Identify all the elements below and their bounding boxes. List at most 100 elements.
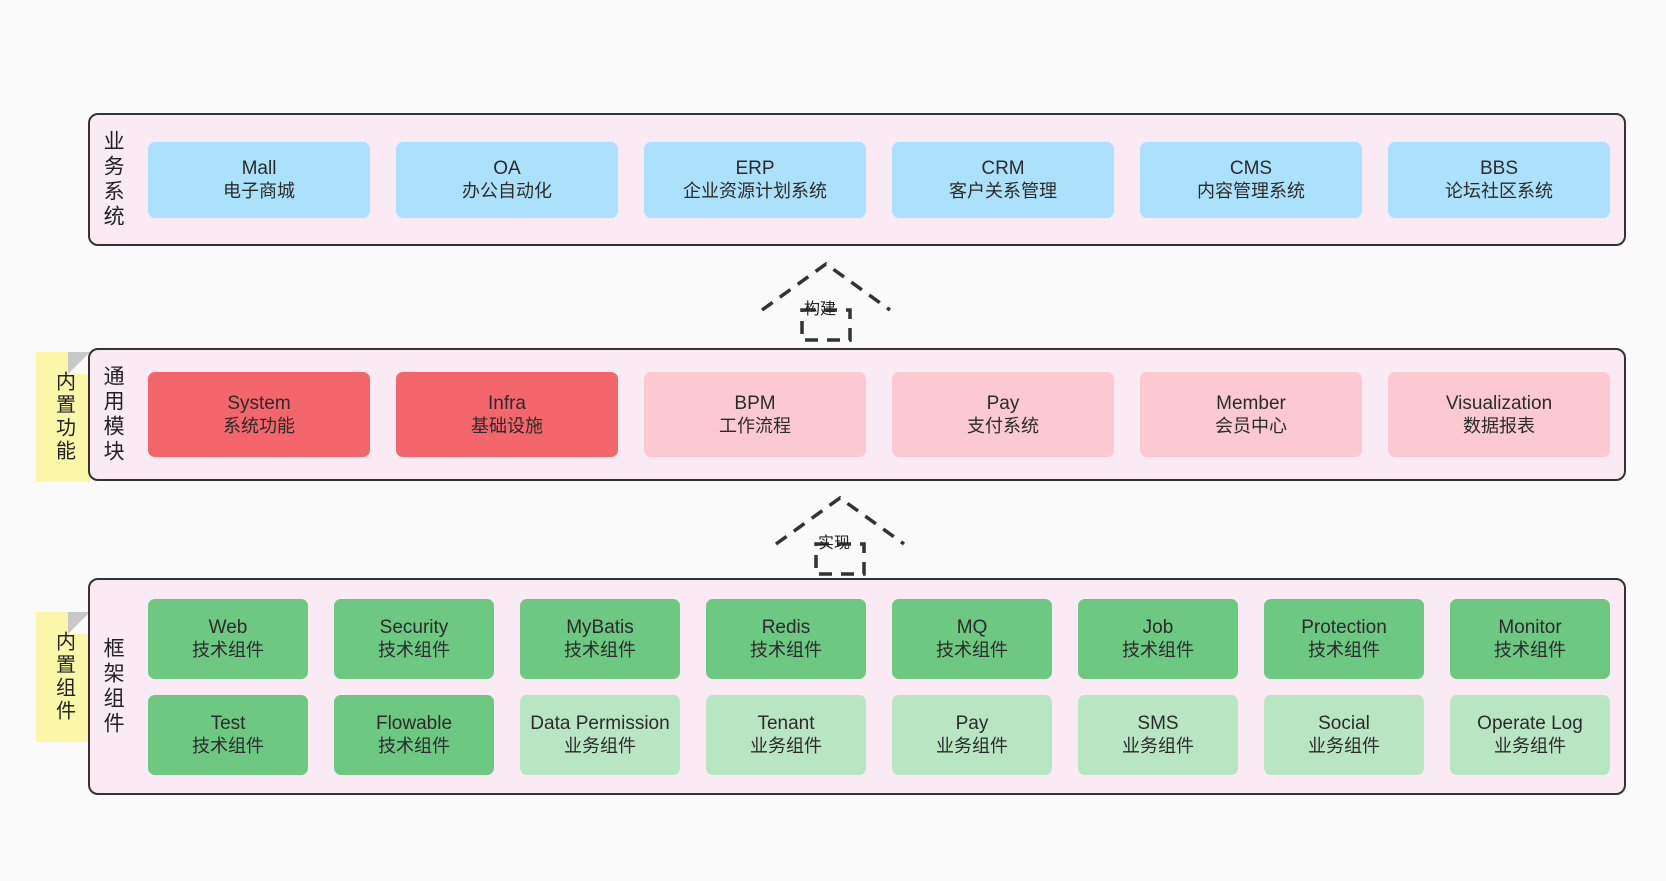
card-cms[interactable]: CMS 内容管理系统	[1140, 141, 1362, 218]
layer-body-framework: Web 技术组件 Security 技术组件 MyBatis 技术组件 Redi…	[134, 580, 1624, 793]
card-bbs[interactable]: BBS 论坛社区系统	[1388, 141, 1610, 218]
card-title-cn: 业务组件	[564, 736, 636, 757]
card-title-en: OA	[493, 157, 521, 179]
card-crm[interactable]: CRM 客户关系管理	[892, 141, 1114, 218]
layer-title-modules: 通用模块	[101, 364, 125, 465]
card-title-en: Redis	[761, 616, 811, 638]
card-title-cn: 业务组件	[1122, 736, 1194, 757]
card-title-en: CMS	[1229, 157, 1273, 179]
card-test[interactable]: Test 技术组件	[148, 694, 308, 775]
card-title-cn: 业务组件	[1308, 736, 1380, 757]
card-title-en: ERP	[735, 157, 775, 179]
card-title-cn: 技术组件	[192, 640, 264, 661]
card-title-cn: 技术组件	[1494, 640, 1566, 661]
card-social[interactable]: Social 业务组件	[1264, 694, 1424, 775]
card-title-en: Operate Log	[1477, 712, 1583, 734]
layer-body-modules: System 系统功能 Infra 基础设施 BPM 工作流程 Pay 支付系统…	[134, 350, 1624, 479]
card-title-cn: 技术组件	[192, 736, 264, 757]
card-title-en: Pay	[955, 712, 989, 734]
card-flowable[interactable]: Flowable 技术组件	[334, 694, 494, 775]
card-title-cn: 企业资源计划系统	[683, 181, 827, 202]
card-title-en: Visualization	[1445, 392, 1553, 414]
card-row: Mall 电子商城 OA 办公自动化 ERP 企业资源计划系统 CRM 客户关系…	[148, 141, 1610, 218]
card-title-en: Social	[1318, 712, 1370, 734]
card-title-en: BPM	[734, 392, 776, 414]
connector-line-icon	[814, 542, 866, 576]
card-title-cn: 内容管理系统	[1197, 181, 1305, 202]
card-bpm[interactable]: BPM 工作流程	[644, 372, 866, 457]
card-title-cn: 会员中心	[1215, 416, 1287, 437]
card-title-en: Member	[1216, 392, 1286, 414]
card-title-en: Pay	[986, 392, 1020, 414]
card-title-en: Protection	[1301, 616, 1387, 638]
sticky-note-label: 内置功能	[52, 371, 75, 463]
card-title-cn: 办公自动化	[462, 181, 552, 202]
card-erp[interactable]: ERP 企业资源计划系统	[644, 141, 866, 218]
card-title-en: Monitor	[1498, 616, 1562, 638]
card-title-cn: 业务组件	[936, 736, 1008, 757]
layer-general-modules: 通用模块 System 系统功能 Infra 基础设施 BPM 工作流程 Pay…	[88, 348, 1626, 481]
card-title-en: Mall	[241, 157, 277, 179]
card-title-en: MQ	[956, 616, 988, 638]
card-mybatis[interactable]: MyBatis 技术组件	[520, 598, 680, 679]
card-pay[interactable]: Pay 支付系统	[892, 372, 1114, 457]
card-pay-business[interactable]: Pay 业务组件	[892, 694, 1052, 775]
card-title-cn: 工作流程	[719, 416, 791, 437]
card-title-en: CRM	[981, 157, 1025, 179]
card-title-en: Job	[1142, 616, 1174, 638]
card-title-en: System	[227, 392, 291, 414]
card-title-cn: 技术组件	[750, 640, 822, 661]
card-title-cn: 技术组件	[1308, 640, 1380, 661]
card-title-cn: 技术组件	[1122, 640, 1194, 661]
layer-title-framework: 框架组件	[101, 636, 125, 737]
card-title-en: Infra	[487, 392, 527, 414]
card-sms[interactable]: SMS 业务组件	[1078, 694, 1238, 775]
card-title-cn: 技术组件	[936, 640, 1008, 661]
card-data-permission[interactable]: Data Permission 业务组件	[520, 694, 680, 775]
card-visualization[interactable]: Visualization 数据报表	[1388, 372, 1610, 457]
card-title-cn: 技术组件	[564, 640, 636, 661]
card-mq[interactable]: MQ 技术组件	[892, 598, 1052, 679]
card-title-en: Flowable	[375, 712, 453, 734]
layer-body-business: Mall 电子商城 OA 办公自动化 ERP 企业资源计划系统 CRM 客户关系…	[134, 115, 1624, 244]
card-protection[interactable]: Protection 技术组件	[1264, 598, 1424, 679]
card-title-cn: 技术组件	[378, 640, 450, 661]
generalization-arrowhead-icon	[760, 261, 892, 312]
card-web[interactable]: Web 技术组件	[148, 598, 308, 679]
card-title-cn: 论坛社区系统	[1445, 181, 1553, 202]
card-title-cn: 业务组件	[750, 736, 822, 757]
card-oa[interactable]: OA 办公自动化	[396, 141, 618, 218]
sticky-note-label: 内置组件	[52, 631, 75, 723]
connector-build: 构建	[758, 258, 908, 344]
layer-business-systems: 业务系统 Mall 电子商城 OA 办公自动化 ERP 企业资源计划系统 CRM…	[88, 113, 1626, 246]
card-infra[interactable]: Infra 基础设施	[396, 372, 618, 457]
layer-framework-components: 框架组件 Web 技术组件 Security 技术组件 MyBatis 技术组件…	[88, 578, 1626, 795]
card-title-cn: 基础设施	[471, 416, 543, 437]
card-redis[interactable]: Redis 技术组件	[706, 598, 866, 679]
card-title-en: MyBatis	[566, 616, 634, 638]
card-row: System 系统功能 Infra 基础设施 BPM 工作流程 Pay 支付系统…	[148, 372, 1610, 457]
card-title-cn: 客户关系管理	[949, 181, 1057, 202]
card-monitor[interactable]: Monitor 技术组件	[1450, 598, 1610, 679]
sticky-note-builtin-features: 内置功能	[36, 352, 90, 482]
card-job[interactable]: Job 技术组件	[1078, 598, 1238, 679]
connector-label-implement: 实现	[818, 535, 851, 552]
card-title-en: Security	[379, 616, 449, 638]
card-title-en: Web	[208, 616, 248, 638]
card-operate-log[interactable]: Operate Log 业务组件	[1450, 694, 1610, 775]
card-title-cn: 支付系统	[967, 416, 1039, 437]
card-title-en: Data Permission	[530, 712, 670, 734]
card-mall[interactable]: Mall 电子商城	[148, 141, 370, 218]
card-row: Test 技术组件 Flowable 技术组件 Data Permission …	[148, 694, 1610, 775]
card-title-en: Test	[210, 712, 246, 734]
card-tenant[interactable]: Tenant 业务组件	[706, 694, 866, 775]
card-security[interactable]: Security 技术组件	[334, 598, 494, 679]
connector-line-icon	[800, 308, 852, 342]
connector-implement: 实现	[772, 492, 922, 578]
layer-title-business: 业务系统	[101, 129, 125, 230]
card-title-cn: 技术组件	[378, 736, 450, 757]
generalization-arrowhead-icon	[774, 495, 906, 546]
card-member[interactable]: Member 会员中心	[1140, 372, 1362, 457]
card-system[interactable]: System 系统功能	[148, 372, 370, 457]
